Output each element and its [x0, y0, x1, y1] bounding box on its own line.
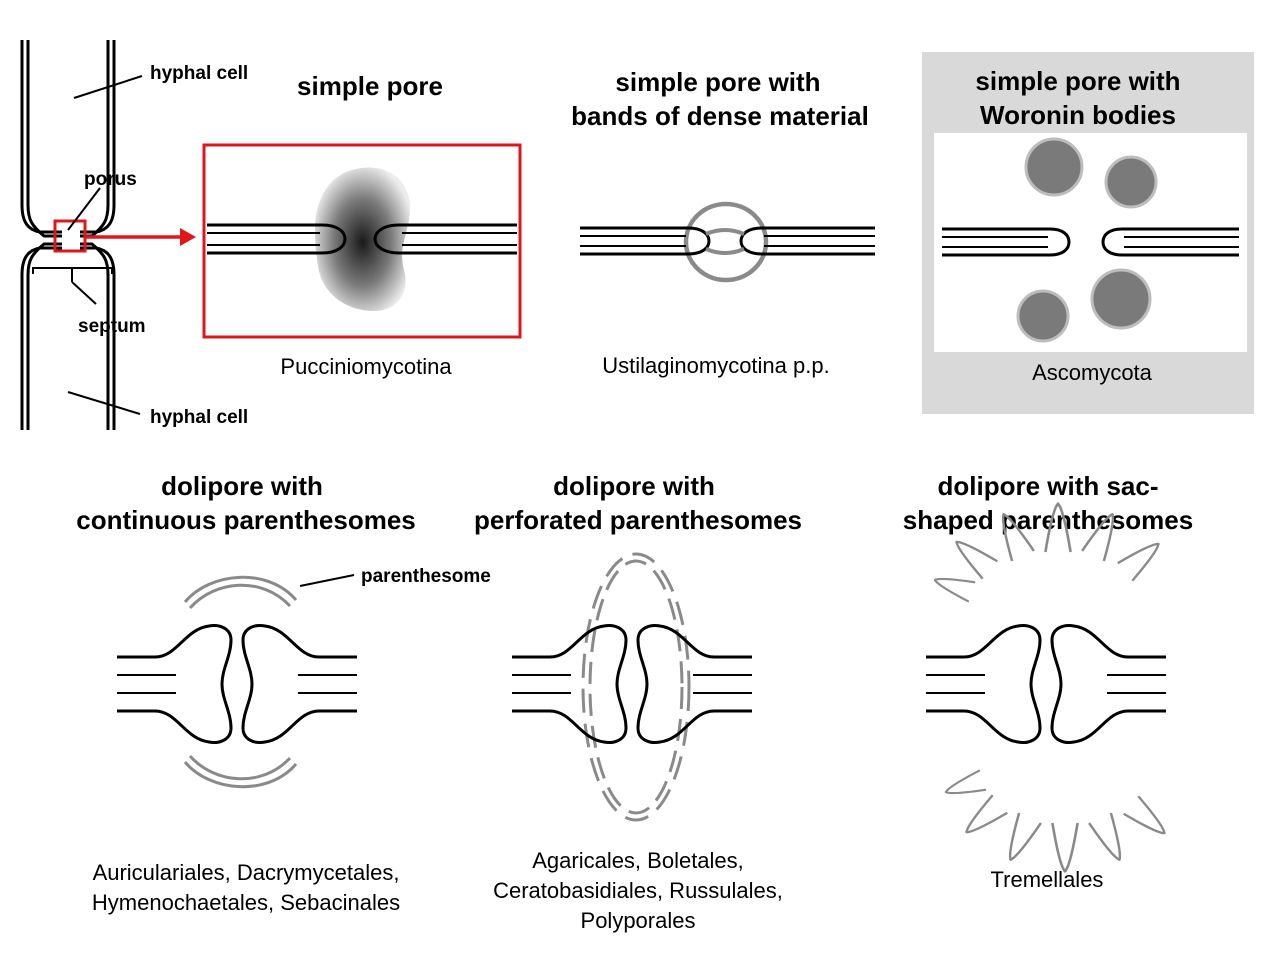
label-hyphal-cell-bottom: hyphal cell [150, 407, 248, 428]
hyphal-wall-right-inner [80, 40, 110, 238]
septal-wall-left [580, 226, 711, 256]
dense-band-bridge-top [705, 228, 745, 236]
hypha-overview: hyphal cell porus septum hyphal cell [20, 40, 248, 430]
taxon-label: Tremellales [991, 867, 1104, 892]
hyphal-wall-left-inner-lower [26, 242, 62, 430]
taxon-label: Ustilaginomycotina p.p. [602, 353, 829, 378]
leader-hyphal-cell-top [73, 75, 143, 99]
taxon-label: Ascomycota [1032, 360, 1153, 385]
septal-wall-right [1101, 227, 1239, 257]
septal-wall-right [373, 223, 517, 255]
zoom-arrow-head [180, 228, 196, 246]
label-septum: septum [78, 316, 146, 337]
dense-band-bridge-bottom [705, 247, 745, 255]
hyphal-wall-right-outer [80, 40, 116, 234]
woronin-body [1104, 155, 1158, 209]
dense-material-cloud [314, 167, 411, 312]
woronin-body [1016, 289, 1070, 343]
taxon-label: Agaricales, Boletales,Ceratobasidiales, … [493, 848, 783, 933]
septal-wall-left [207, 223, 347, 255]
parenthesome-bottom [183, 755, 298, 789]
zoom-frame [202, 143, 522, 339]
dense-band-ring [683, 201, 769, 283]
label-parenthesome: parenthesome [361, 566, 491, 587]
leader-septum [71, 281, 97, 305]
panel-title: simple pore [297, 71, 443, 101]
panel-title: dolipore with sac-shaped parenthesomes [903, 471, 1193, 535]
woronin-body [1090, 268, 1152, 330]
hyphal-wall-right-outer-lower [80, 246, 116, 430]
leader-hyphal-cell-bottom [67, 391, 141, 415]
dolipore [115, 624, 359, 744]
woronin-body [1024, 137, 1084, 197]
septal-wall-right [739, 226, 875, 256]
leader-porus [67, 187, 101, 231]
parenthesome-top [183, 575, 298, 609]
taxon-label: Auriculariales, Dacrymycetales,Hymenocha… [92, 860, 400, 915]
leader-parenthesome [299, 574, 355, 587]
hyphal-wall-right-inner-lower [80, 242, 110, 430]
label-hyphal-cell-top: hyphal cell [150, 63, 248, 84]
taxon-label: Pucciniomycotina [280, 354, 452, 379]
parenthesome-perforated [581, 552, 691, 822]
dolipore [510, 624, 754, 744]
woronin-inner-frame [934, 133, 1247, 352]
sac-parenthesomes-bottom [941, 769, 1173, 873]
panel-sac-parenthesomes: dolipore with sac-shaped parenthesomes T… [903, 471, 1193, 892]
septal-wall-left [942, 227, 1071, 257]
dolipore [924, 624, 1168, 744]
label-porus: porus [84, 169, 137, 190]
hyphal-wall-left-inner [26, 40, 62, 238]
panel-simple-pore: simple pore Pucciniomycotina [202, 71, 522, 379]
septum-bracket [32, 267, 113, 282]
